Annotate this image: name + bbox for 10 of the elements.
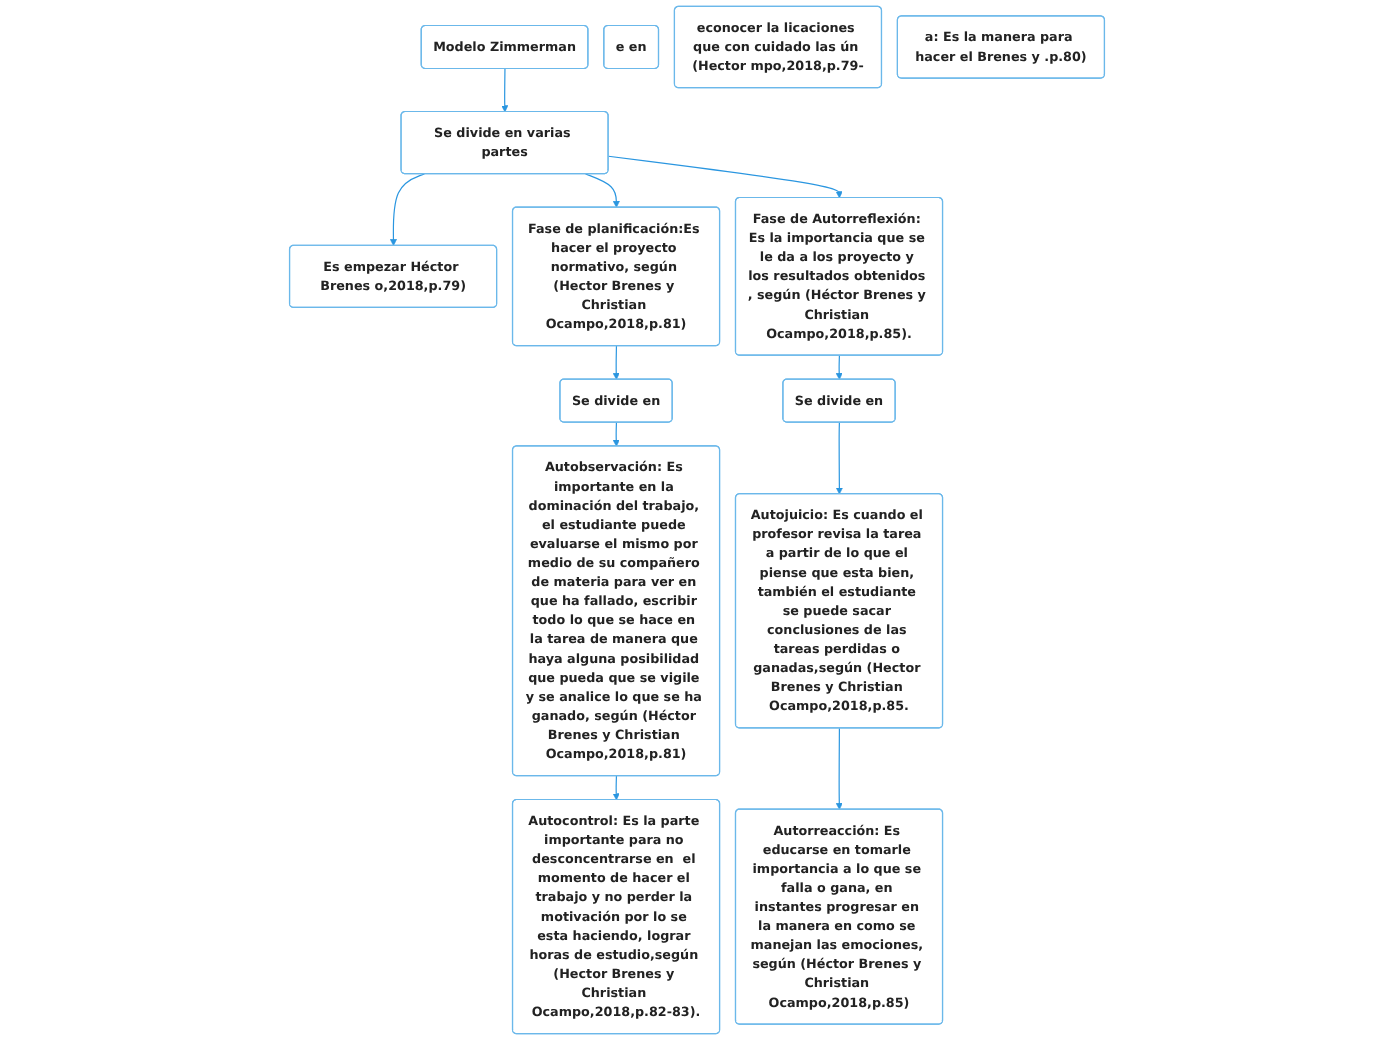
arrow [607, 155, 843, 199]
arrow [612, 421, 620, 447]
arrow [612, 775, 620, 801]
arrow [835, 421, 843, 495]
arrow [584, 173, 620, 208]
arrow [835, 727, 843, 810]
arrow [389, 173, 426, 246]
arrow [501, 68, 509, 113]
arrow [835, 354, 843, 380]
arrow [612, 345, 620, 380]
